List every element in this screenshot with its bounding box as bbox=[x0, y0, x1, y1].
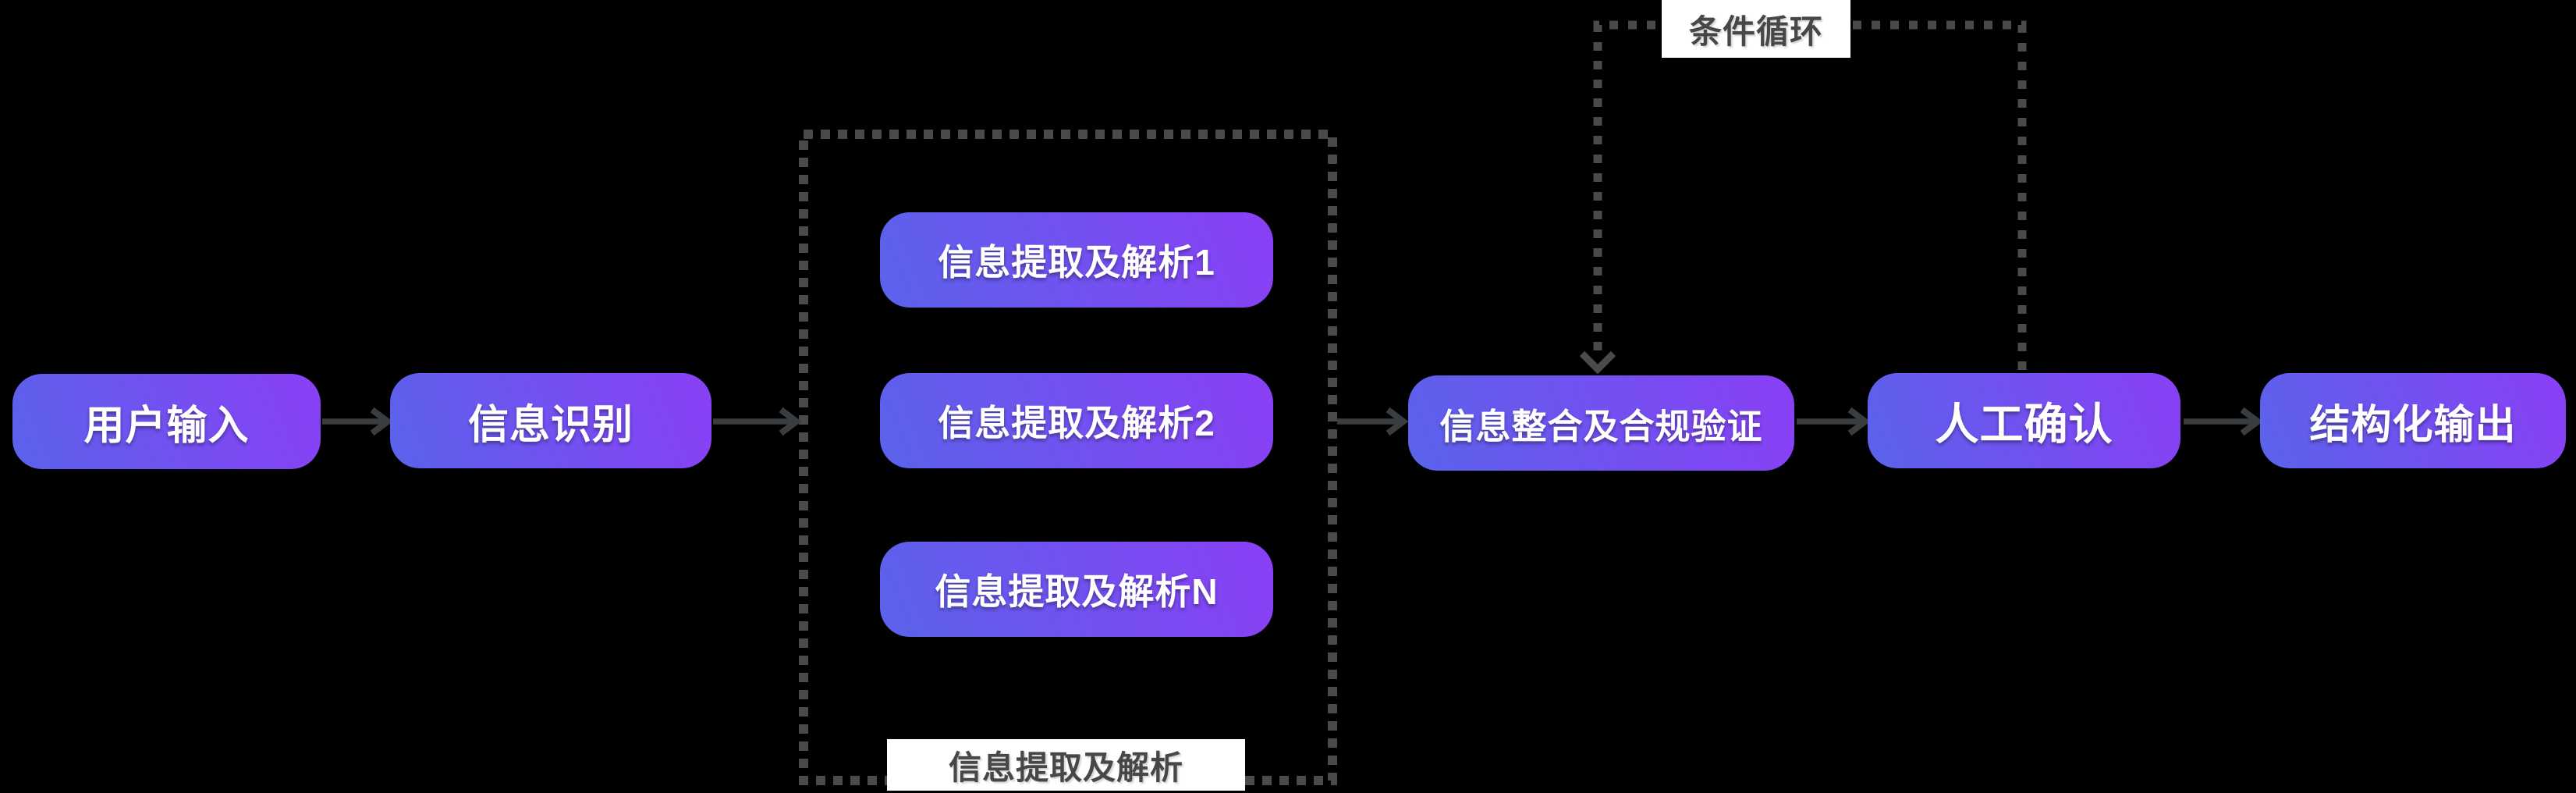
conditional-loop-label-text: 条件循环 bbox=[1688, 12, 1823, 50]
node-extract-2: 信息提取及解析2 bbox=[880, 373, 1273, 468]
node-integration-label: 信息整合及合规验证 bbox=[1439, 406, 1763, 446]
arrow-info-recognition-to-extraction-group bbox=[713, 407, 802, 436]
node-info-recognition-label: 信息识别 bbox=[467, 402, 633, 448]
node-manual-confirm: 人工确认 bbox=[1868, 373, 2180, 468]
node-user-input: 用户输入 bbox=[12, 374, 321, 469]
conditional-loop-arrowhead bbox=[1579, 350, 1616, 375]
node-extract-1: 信息提取及解析1 bbox=[880, 212, 1273, 308]
conditional-loop-label: 条件循环 bbox=[1662, 0, 1850, 58]
node-extract-n: 信息提取及解析N bbox=[880, 542, 1273, 637]
arrow-manual-confirm-to-structured-output bbox=[2184, 407, 2263, 436]
node-extract-1-label: 信息提取及解析1 bbox=[938, 242, 1215, 283]
node-extract-n-label: 信息提取及解析N bbox=[935, 571, 1219, 612]
extraction-group-label: 信息提取及解析 bbox=[887, 739, 1245, 791]
arrow-extraction-group-to-integration bbox=[1337, 407, 1409, 436]
node-structured-output: 结构化输出 bbox=[2260, 373, 2566, 468]
extraction-group-dashed-border bbox=[799, 130, 1337, 785]
conditional-loop-dotted-path bbox=[1593, 20, 2027, 370]
arrow-user-input-to-info-recognition bbox=[322, 407, 393, 436]
node-manual-confirm-label: 人工确认 bbox=[1935, 399, 2113, 449]
node-info-recognition: 信息识别 bbox=[390, 373, 711, 468]
extraction-group-label-text: 信息提取及解析 bbox=[948, 749, 1183, 786]
node-integration: 信息整合及合规验证 bbox=[1408, 375, 1794, 471]
node-user-input-label: 用户输入 bbox=[83, 403, 250, 449]
node-structured-output-label: 结构化输出 bbox=[2309, 402, 2517, 448]
arrow-integration-to-manual-confirm bbox=[1797, 407, 1871, 436]
node-extract-2-label: 信息提取及解析2 bbox=[938, 403, 1215, 443]
